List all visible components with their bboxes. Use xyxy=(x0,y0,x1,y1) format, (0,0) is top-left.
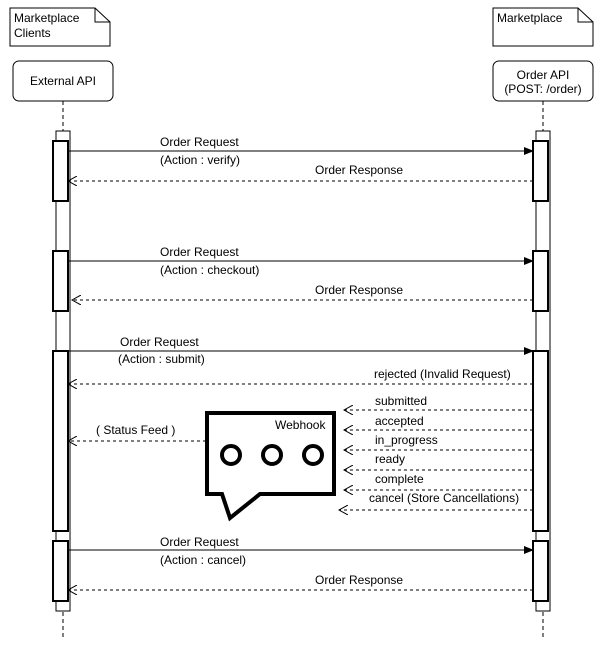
activation-right-checkout xyxy=(532,250,549,312)
label-submit-request: Order Request xyxy=(120,335,199,349)
activation-right-verify xyxy=(532,140,549,202)
label-checkout-request: Order Request xyxy=(160,245,239,259)
label-complete: complete xyxy=(375,472,424,486)
label-rejected: rejected (Invalid Request) xyxy=(374,367,511,381)
webhook-dot-1 xyxy=(220,444,242,466)
note-marketplace-clients: Marketplace Clients xyxy=(9,7,111,47)
label-checkout-action: (Action : checkout) xyxy=(160,263,259,277)
webhook-label: Webhook xyxy=(275,418,326,432)
webhook-icon xyxy=(205,411,336,522)
participant-order-api-line2: (POST: /order) xyxy=(504,82,581,96)
label-status-feed: ( Status Feed ) xyxy=(96,423,175,437)
label-accepted: accepted xyxy=(375,414,424,428)
note-marketplace: Marketplace xyxy=(492,7,594,47)
activation-left-cancel xyxy=(52,540,69,602)
label-in-progress: in_progress xyxy=(375,433,438,447)
participant-order-api: Order API (POST: /order) xyxy=(492,60,594,102)
label-checkout-response: Order Response xyxy=(315,283,403,297)
label-verify-response: Order Response xyxy=(315,163,403,177)
participant-external-api-label: External API xyxy=(30,74,96,88)
note-left-line2: Clients xyxy=(14,26,51,40)
activation-right-submit xyxy=(532,350,549,532)
label-submitted: submitted xyxy=(375,394,427,408)
activation-right-cancel xyxy=(532,540,549,602)
participant-order-api-line1: Order API xyxy=(517,68,570,82)
participant-external-api: External API xyxy=(12,60,114,102)
activation-left-checkout xyxy=(52,250,69,312)
activation-left-submit xyxy=(52,350,69,532)
label-cancel-request: Order Request xyxy=(160,535,239,549)
activation-left-verify xyxy=(52,140,69,202)
label-cancel-store: cancel (Store Cancellations) xyxy=(369,491,519,505)
note-left-line1: Marketplace xyxy=(14,11,80,25)
label-verify-request: Order Request xyxy=(160,135,239,149)
webhook-dot-2 xyxy=(261,444,283,466)
label-submit-action: (Action : submit) xyxy=(118,352,205,366)
label-ready: ready xyxy=(375,452,405,466)
note-right-line1: Marketplace xyxy=(497,11,563,25)
label-verify-action: (Action : verify) xyxy=(160,153,240,167)
webhook-dot-3 xyxy=(302,444,324,466)
label-cancel-action: (Action : cancel) xyxy=(160,553,246,567)
label-cancel-response: Order Response xyxy=(315,573,403,587)
